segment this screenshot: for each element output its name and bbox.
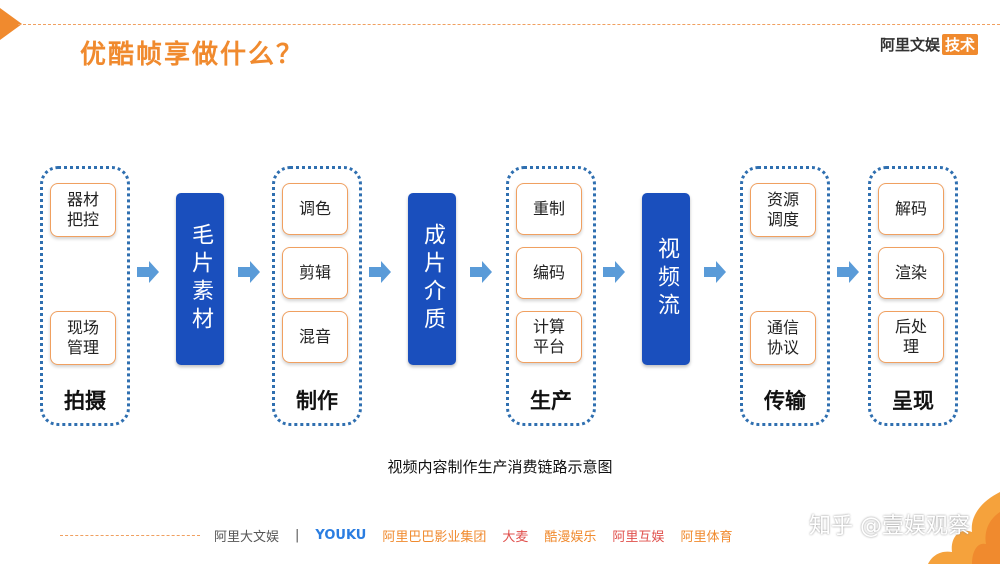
ali-games-logo: 阿里互娱 bbox=[612, 530, 665, 545]
item-resource-scheduling: 资源调度 bbox=[750, 183, 816, 237]
page-title: 优酷帧享做什么？ bbox=[80, 40, 305, 70]
item-equipment: 器材把控 bbox=[50, 183, 116, 237]
group-shooting: 器材把控 现场管理 拍摄 bbox=[40, 166, 130, 426]
brand-tag: 技术 bbox=[941, 34, 978, 55]
kuman-logo: 酷漫娱乐 bbox=[544, 530, 597, 545]
group-title: 呈现 bbox=[892, 389, 934, 413]
group-presentation: 解码 渲染 后处理 呈现 bbox=[868, 166, 958, 426]
item-mixing: 混音 bbox=[282, 311, 348, 363]
group-title: 生产 bbox=[530, 389, 572, 413]
footer-logos: 阿里大文娱 | YOUKU 阿里巴巴影业集团 大麦 酷漫娱乐 阿里互娱 阿里体育 bbox=[214, 526, 732, 545]
footer-separator: | bbox=[295, 528, 300, 543]
bar-raw-footage: 毛片素材 bbox=[176, 193, 224, 365]
item-decoding: 解码 bbox=[878, 183, 944, 235]
group-production: 调色 剪辑 混音 制作 bbox=[272, 166, 362, 426]
group-title: 拍摄 bbox=[64, 389, 106, 413]
arrow-right-icon bbox=[369, 261, 391, 283]
diagram-caption: 视频内容制作生产消费链路示意图 bbox=[387, 458, 613, 476]
group-title: 制作 bbox=[296, 389, 338, 413]
arrow-right-icon bbox=[470, 261, 492, 283]
item-post-processing: 后处理 bbox=[878, 311, 944, 363]
item-encoding: 编码 bbox=[516, 247, 582, 299]
brand-logo: 阿里文娱 技术 bbox=[880, 34, 978, 55]
brand-name: 阿里文娱 bbox=[879, 36, 940, 54]
footer-brand: 阿里大文娱 bbox=[214, 530, 280, 545]
bottom-divider bbox=[60, 535, 200, 536]
item-compute-platform: 计算平台 bbox=[516, 311, 582, 363]
item-remake: 重制 bbox=[516, 183, 582, 235]
arrow-right-icon bbox=[837, 261, 859, 283]
corner-triangle bbox=[0, 8, 22, 40]
item-color-grading: 调色 bbox=[282, 183, 348, 235]
damai-logo: 大麦 bbox=[502, 530, 529, 545]
item-onsite: 现场管理 bbox=[50, 311, 116, 365]
group-manufacturing: 重制 编码 计算平台 生产 bbox=[506, 166, 596, 426]
top-divider bbox=[18, 24, 1000, 25]
arrow-right-icon bbox=[137, 261, 159, 283]
bar-finished-media: 成片介质 bbox=[408, 193, 456, 365]
flame-decoration-icon bbox=[928, 492, 1000, 564]
group-title: 传输 bbox=[764, 389, 806, 413]
watermark: 知乎 @壹娱观察 bbox=[809, 514, 970, 539]
arrow-right-icon bbox=[603, 261, 625, 283]
item-editing: 剪辑 bbox=[282, 247, 348, 299]
arrow-right-icon bbox=[238, 261, 260, 283]
item-comm-protocol: 通信协议 bbox=[750, 311, 816, 365]
item-rendering: 渲染 bbox=[878, 247, 944, 299]
arrow-right-icon bbox=[704, 261, 726, 283]
youku-logo: YOUKU bbox=[315, 528, 367, 543]
ali-sports-logo: 阿里体育 bbox=[680, 530, 733, 545]
group-transmission: 资源调度 通信协议 传输 bbox=[740, 166, 830, 426]
alibaba-pictures-logo: 阿里巴巴影业集团 bbox=[382, 530, 487, 545]
bar-video-stream: 视频流 bbox=[642, 193, 690, 365]
